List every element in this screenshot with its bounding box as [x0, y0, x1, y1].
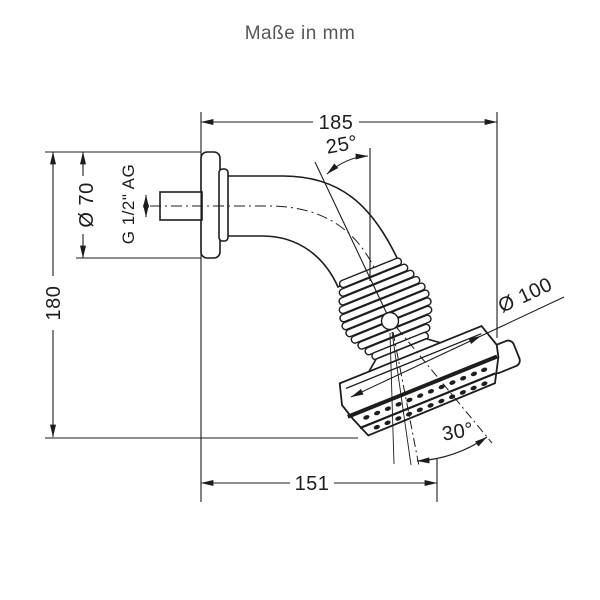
flange-collar	[218, 168, 229, 242]
ball-joint	[380, 311, 400, 331]
dimension-spray-angle-label: 30°	[440, 419, 475, 446]
dimension-total-height-label: 180	[43, 286, 65, 321]
dimension-wall-to-spray-axis-label: 151	[295, 473, 330, 495]
dimension-total-width-label: 185	[319, 112, 354, 134]
wall-flange	[200, 151, 221, 259]
dimension-thread-label: G 1/2" AG	[119, 164, 138, 244]
dimension-flange-diameter-label: Ø 70	[76, 182, 98, 227]
dimension-arm-angle: 25°	[314, 132, 388, 315]
dimension-flange-diameter: Ø 70	[45, 151, 201, 259]
dimension-arm-angle-label: 25°	[324, 132, 359, 159]
dimension-total-width: 185	[200, 109, 498, 338]
dimension-spray-angle: 30°	[416, 419, 488, 464]
diagram-title: Maße in mm	[245, 23, 356, 44]
dimension-wall-to-spray-axis: 151	[200, 458, 438, 502]
dimension-total-height: 180	[42, 151, 358, 439]
arm-centerline	[150, 205, 388, 307]
dimension-thread: G 1/2" AG	[119, 164, 149, 244]
